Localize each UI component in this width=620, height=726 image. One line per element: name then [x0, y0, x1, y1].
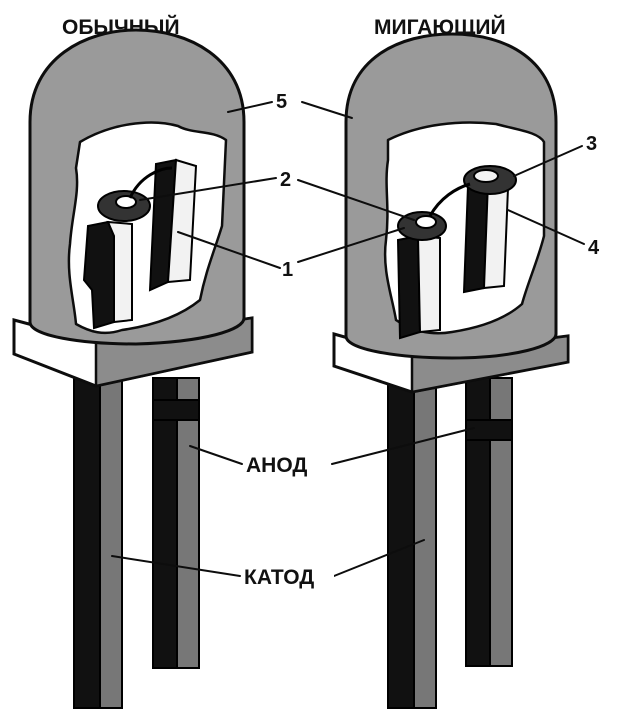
blinking-led-anode-lead [466, 378, 512, 666]
callout-4-post: 4 [588, 237, 600, 259]
anode-label: АНОД [246, 454, 307, 477]
callout-2-bond-wire: 2 [280, 169, 291, 191]
regular-led-anode-lead [153, 378, 199, 668]
callout-3-ic: 3 [586, 133, 597, 155]
regular-led-anode-post [150, 160, 196, 290]
blinking-led-anode-post [464, 182, 508, 292]
blinking-led [334, 34, 568, 708]
blinking-led-cathode-post [398, 236, 440, 338]
regular-led [14, 30, 252, 708]
cathode-label: КАТОД [244, 566, 314, 589]
regular-led-cathode-lead [74, 378, 122, 708]
blinking-led-cathode-lead [388, 384, 436, 708]
callout-5-lens: 5 [276, 91, 287, 113]
blinking-led-ic-pad [474, 170, 498, 182]
regular-led-crystal [116, 196, 136, 208]
blinking-led-crystal [416, 216, 436, 228]
callout-1-crystal: 1 [282, 259, 293, 281]
